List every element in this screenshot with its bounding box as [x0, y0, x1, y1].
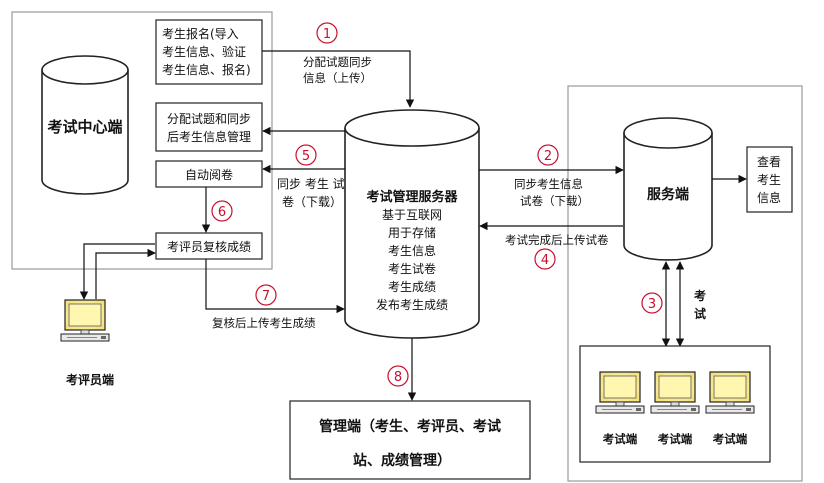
exam-management-server: 考试管理服务器 基于互联网 用于存储 考生信息 考生试卷 考生成绩 发布考生成绩: [344, 109, 480, 339]
exam-terminal-label-2: 考试端: [658, 432, 693, 446]
view-student-info-box: [746, 146, 793, 213]
allocate-line-2: 后考生信息管理: [167, 129, 251, 144]
server-line-5: 考生成绩: [388, 280, 436, 294]
step-2-number: 2: [544, 149, 552, 164]
registration-line-2: 考生信息、验证: [162, 44, 246, 59]
step-7-number: 7: [262, 289, 270, 304]
step-3-number: 3: [648, 297, 656, 312]
step-6-badge: [211, 200, 233, 222]
auto-grade-box: [155, 160, 263, 188]
service-end-title: 服务端: [647, 186, 689, 203]
step-3-line-2: 试: [694, 306, 706, 321]
step-2-line-1: 同步考生信息: [514, 177, 583, 191]
exam-center-database: 考试中心端: [41, 55, 129, 195]
step-7-label: 复核后上传考生成绩: [212, 316, 316, 330]
examiner-terminal-label: 考评员端: [66, 372, 114, 387]
server-line-6: 发布考生成绩: [376, 297, 448, 312]
server-line-1: 基于互联网: [382, 208, 442, 222]
exam-computer-icon-1: [595, 371, 645, 414]
step-4-number: 4: [541, 253, 549, 268]
service-end-database: 服务端: [623, 117, 713, 261]
arrow-examiner-to-review: [95, 248, 156, 299]
exam-center-title: 考试中心端: [47, 118, 122, 136]
step-1-badge: [316, 22, 338, 44]
step-3-badge: [641, 292, 663, 314]
arrow-step-7: [205, 259, 345, 314]
service-end-region: [567, 85, 803, 482]
server-line-3: 考生信息: [388, 243, 436, 258]
step-7-badge: [255, 284, 277, 306]
step-5-line-2: 卷（下载）: [282, 194, 342, 209]
exam-terminal-label-1: 考试端: [603, 432, 638, 446]
arrow-review-to-examiner: [79, 243, 155, 300]
step-1-line-1: 分配试题同步: [303, 55, 372, 69]
exam-computer-icon-2: [650, 371, 700, 414]
review-score-box: [155, 232, 263, 260]
review-score-label: 考评员复核成绩: [167, 240, 251, 254]
registration-box: [155, 19, 263, 85]
view-line-3: 信息: [757, 190, 781, 205]
step-2-badge: [537, 144, 559, 166]
step-8-number: 8: [394, 370, 402, 385]
step-5-line-1: 同步 考生 试: [277, 176, 345, 191]
step-5-number: 5: [302, 149, 310, 164]
admin-terminal-box: [289, 400, 531, 480]
step-2-line-2: 试卷（下载）: [520, 194, 589, 208]
arrow-step-1: [262, 50, 415, 108]
step-3-line-1: 考: [694, 288, 706, 303]
examiner-computer-icon: [60, 299, 110, 342]
server-line-2: 用于存储: [388, 225, 436, 240]
step-4-badge: [534, 248, 556, 270]
allocate-questions-box: [155, 102, 263, 152]
registration-line-1: 考生报名(导入: [162, 26, 239, 41]
step-5-badge: [295, 144, 317, 166]
admin-line-2: 站、成绩管理）: [353, 452, 451, 469]
admin-line-1: 管理端（考生、考评员、考试: [319, 418, 501, 435]
exam-center-region: [11, 11, 273, 270]
step-4-label: 考试完成后上传试卷: [505, 233, 609, 247]
exam-terminal-label-3: 考试端: [713, 432, 748, 446]
step-6-number: 6: [218, 205, 226, 220]
registration-line-3: 考生信息、报名): [162, 62, 251, 77]
auto-grade-label: 自动阅卷: [185, 167, 233, 182]
exam-computer-icon-3: [705, 371, 755, 414]
server-line-4: 考生试卷: [388, 261, 436, 276]
view-line-1: 查看: [757, 155, 781, 169]
step-1-number: 1: [323, 27, 331, 42]
step-1-line-2: 信息（上传）: [303, 71, 372, 85]
server-title: 考试管理服务器: [366, 189, 458, 205]
step-8-badge: [387, 365, 409, 387]
allocate-line-1: 分配试题和同步: [167, 111, 251, 126]
view-line-2: 考生: [757, 173, 781, 187]
